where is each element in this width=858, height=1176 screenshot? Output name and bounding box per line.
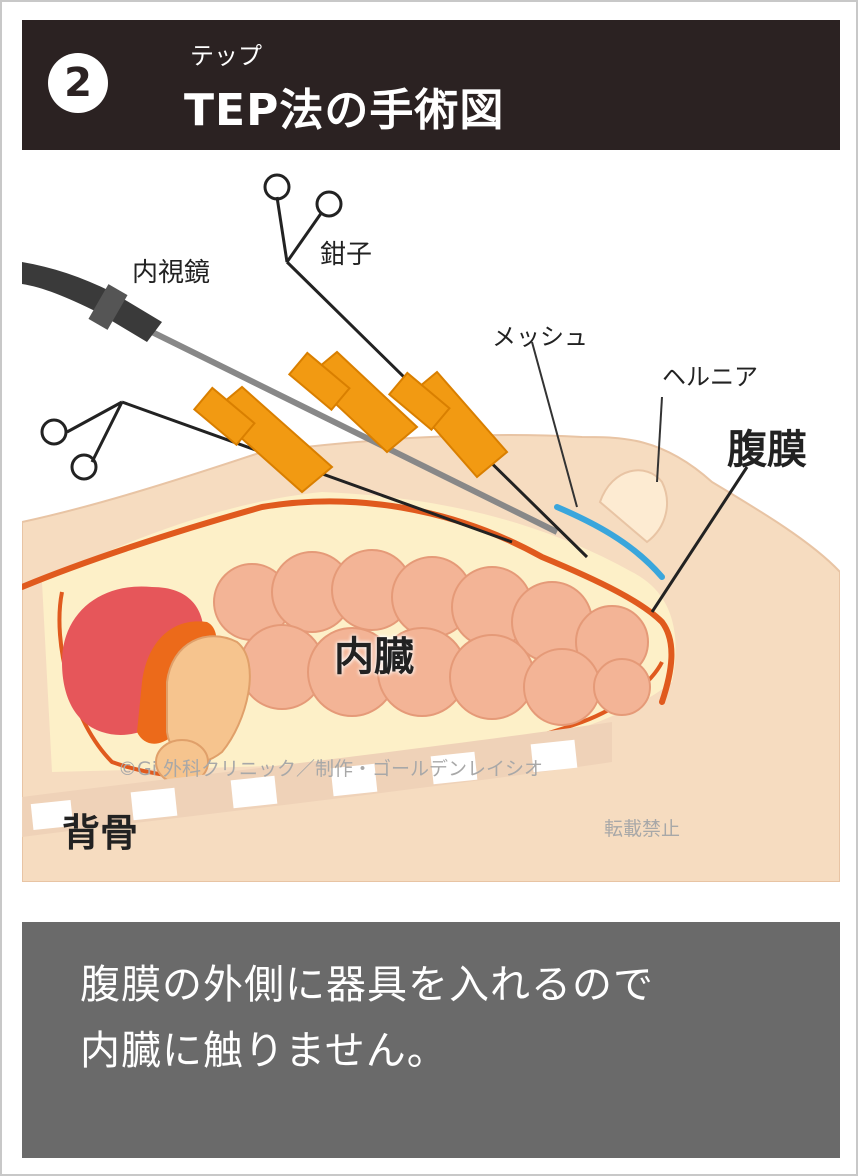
hernia-bulge: [598, 469, 668, 544]
caption-line-2: 内臓に触りません。: [80, 1028, 448, 1074]
mesh: [554, 504, 665, 580]
label-peritoneum: 腹膜: [727, 427, 807, 473]
label-viscera: 内臓: [334, 634, 414, 680]
surgery-illustration: 内視鏡 鉗子 メッシュ ヘルニア 腹膜 内臓 背骨 ©Gi 外科クリニック／制作…: [22, 162, 840, 882]
peritoneum-leader: [650, 466, 749, 613]
label-mesh: メッシュ: [492, 323, 588, 351]
vertebrae: [30, 739, 578, 831]
caption-box: 腹膜の外側に器具を入れるので 内臓に触りません。: [22, 922, 840, 1158]
caption-line-1: 腹膜の外側に器具を入れるので: [80, 962, 654, 1008]
endoscope: [22, 262, 559, 535]
copyright-text: ©Gi 外科クリニック／制作・ゴールデンレイシオ: [118, 758, 544, 780]
step-number-badge: 2: [48, 53, 108, 113]
label-spine: 背骨: [62, 811, 139, 855]
page-title: TEP法の手術図: [184, 85, 505, 136]
hernia-leader: [656, 396, 663, 483]
title-ruby: テップ: [190, 42, 262, 70]
illustration-svg: [22, 173, 840, 882]
header-bar: 2 テップ TEP法の手術図: [22, 20, 840, 150]
caption-text: 腹膜の外側に器具を入れるので 内臓に触りません。: [80, 952, 654, 1084]
trocar-ports: [192, 350, 509, 494]
no-reprint-text: 転載禁止: [604, 818, 681, 840]
intestines: [213, 549, 651, 726]
label-endoscope: 内視鏡: [132, 258, 211, 288]
label-hernia: ヘルニア: [662, 363, 758, 391]
peritoneum-line: [22, 498, 675, 705]
label-forceps: 鉗子: [320, 240, 373, 270]
mesh-leader: [531, 341, 578, 508]
